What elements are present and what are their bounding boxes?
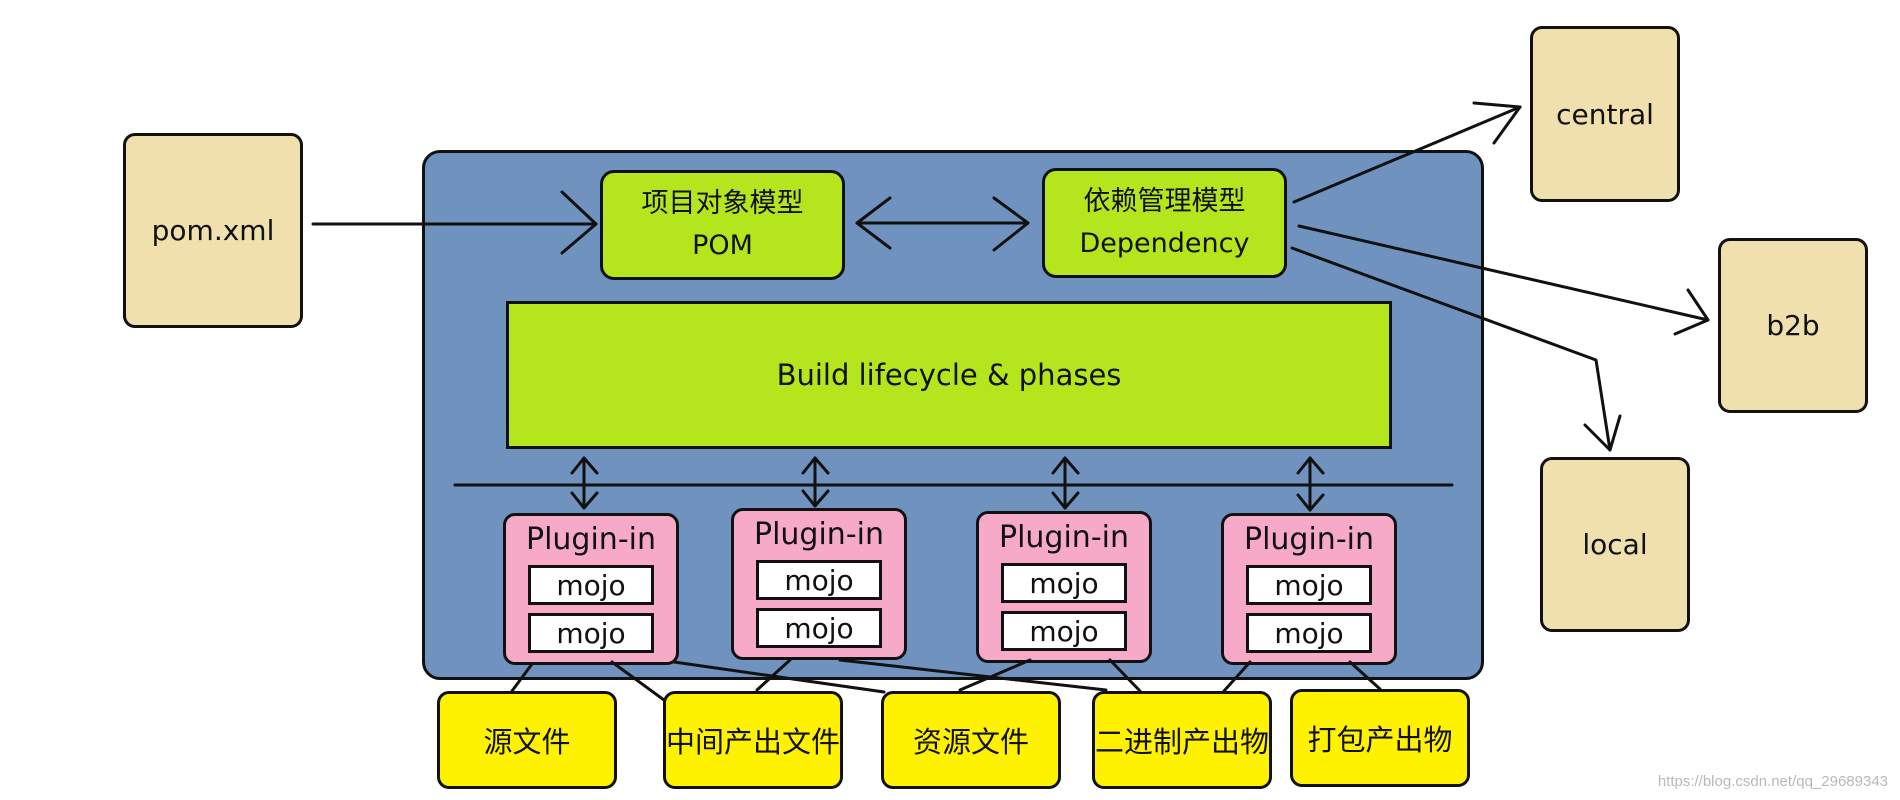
dependency-model-node: 依赖管理模型 Dependency (1042, 168, 1287, 278)
arrowhead (570, 456, 599, 475)
arrowhead (1583, 414, 1622, 452)
build-lifecycle-label: Build lifecycle & phases (776, 358, 1122, 392)
b2b-repo-node: b2b (1718, 238, 1868, 413)
edge-dependency-to-local (1290, 246, 1612, 452)
arrowhead (1296, 493, 1325, 512)
plugin-title: Plugin-in (1243, 522, 1374, 557)
build-lifecycle-node: Build lifecycle & phases (506, 301, 1392, 449)
local-repo-node: local (1540, 457, 1690, 632)
arrowhead (560, 190, 598, 255)
mojo-box: mojo (1001, 611, 1127, 651)
pom-xml-label: pom.xml (151, 214, 275, 247)
edge-plugin-output (1108, 658, 1142, 693)
edge-plugin-output (672, 660, 886, 694)
central-repo-node: central (1530, 26, 1680, 202)
edge-plugin-output (1348, 660, 1382, 691)
dependency-model-line1: 依赖管理模型 (1083, 186, 1246, 217)
plugin-box: Plugin-in mojo mojo (1221, 513, 1397, 665)
mojo-box: mojo (1246, 565, 1372, 605)
edge-plugin-output (1222, 660, 1252, 693)
arrowhead (801, 456, 830, 475)
arrowhead (801, 489, 830, 508)
b2b-repo-label: b2b (1766, 309, 1820, 342)
plugin-box: Plugin-in mojo mojo (976, 511, 1152, 663)
edge-plugin-output (510, 662, 534, 693)
pom-model-line2: POM (692, 230, 753, 261)
mojo-box: mojo (1001, 563, 1127, 603)
edge-dependency-to-central (1292, 105, 1522, 204)
output-box: 中间产出文件 (663, 691, 843, 789)
arrowhead (570, 491, 599, 510)
mojo-box: mojo (756, 608, 882, 648)
plugin-title: Plugin-in (753, 517, 884, 552)
edge-dependency-to-b2b (1297, 224, 1710, 322)
edge-plugin-output (755, 658, 792, 692)
output-label: 中间产出文件 (666, 725, 841, 759)
arrowhead (1296, 456, 1325, 475)
mojo-box: mojo (1246, 613, 1372, 653)
pom-model-line1: 项目对象模型 (641, 188, 804, 219)
arrowhead (1472, 101, 1522, 145)
output-box: 源文件 (437, 691, 617, 789)
output-box: 资源文件 (881, 691, 1061, 789)
arrowhead (992, 196, 1030, 252)
plugin-box: Plugin-in mojo mojo (503, 513, 679, 665)
pom-model-node: 项目对象模型 POM (600, 170, 845, 280)
dependency-model-line2: Dependency (1079, 228, 1250, 259)
arrowhead (1051, 491, 1080, 510)
edge-plugin-output (838, 658, 1108, 692)
arrowhead (1673, 288, 1710, 336)
plugin-title: Plugin-in (998, 520, 1129, 555)
arrowhead (1051, 456, 1080, 475)
output-label: 打包产出物 (1307, 723, 1453, 757)
local-repo-label: local (1582, 528, 1648, 561)
plugin-title: Plugin-in (525, 522, 656, 557)
central-repo-label: central (1556, 97, 1654, 131)
output-label: 源文件 (483, 725, 571, 759)
output-label: 二进制产出物 (1095, 725, 1270, 759)
mojo-box: mojo (528, 565, 654, 605)
plugin-box: Plugin-in mojo mojo (731, 508, 907, 660)
pom-xml-node: pom.xml (123, 133, 303, 328)
edge-plugin-output (610, 660, 666, 702)
output-label: 资源文件 (912, 725, 1029, 759)
mojo-box: mojo (756, 560, 882, 600)
output-box: 打包产出物 (1290, 689, 1470, 787)
mojo-box: mojo (528, 613, 654, 653)
arrowhead (855, 196, 892, 250)
edge-plugin-output (958, 658, 1032, 692)
output-box: 二进制产出物 (1092, 691, 1272, 789)
watermark-text: https://blog.csdn.net/qq_29689343 (1657, 773, 1888, 790)
